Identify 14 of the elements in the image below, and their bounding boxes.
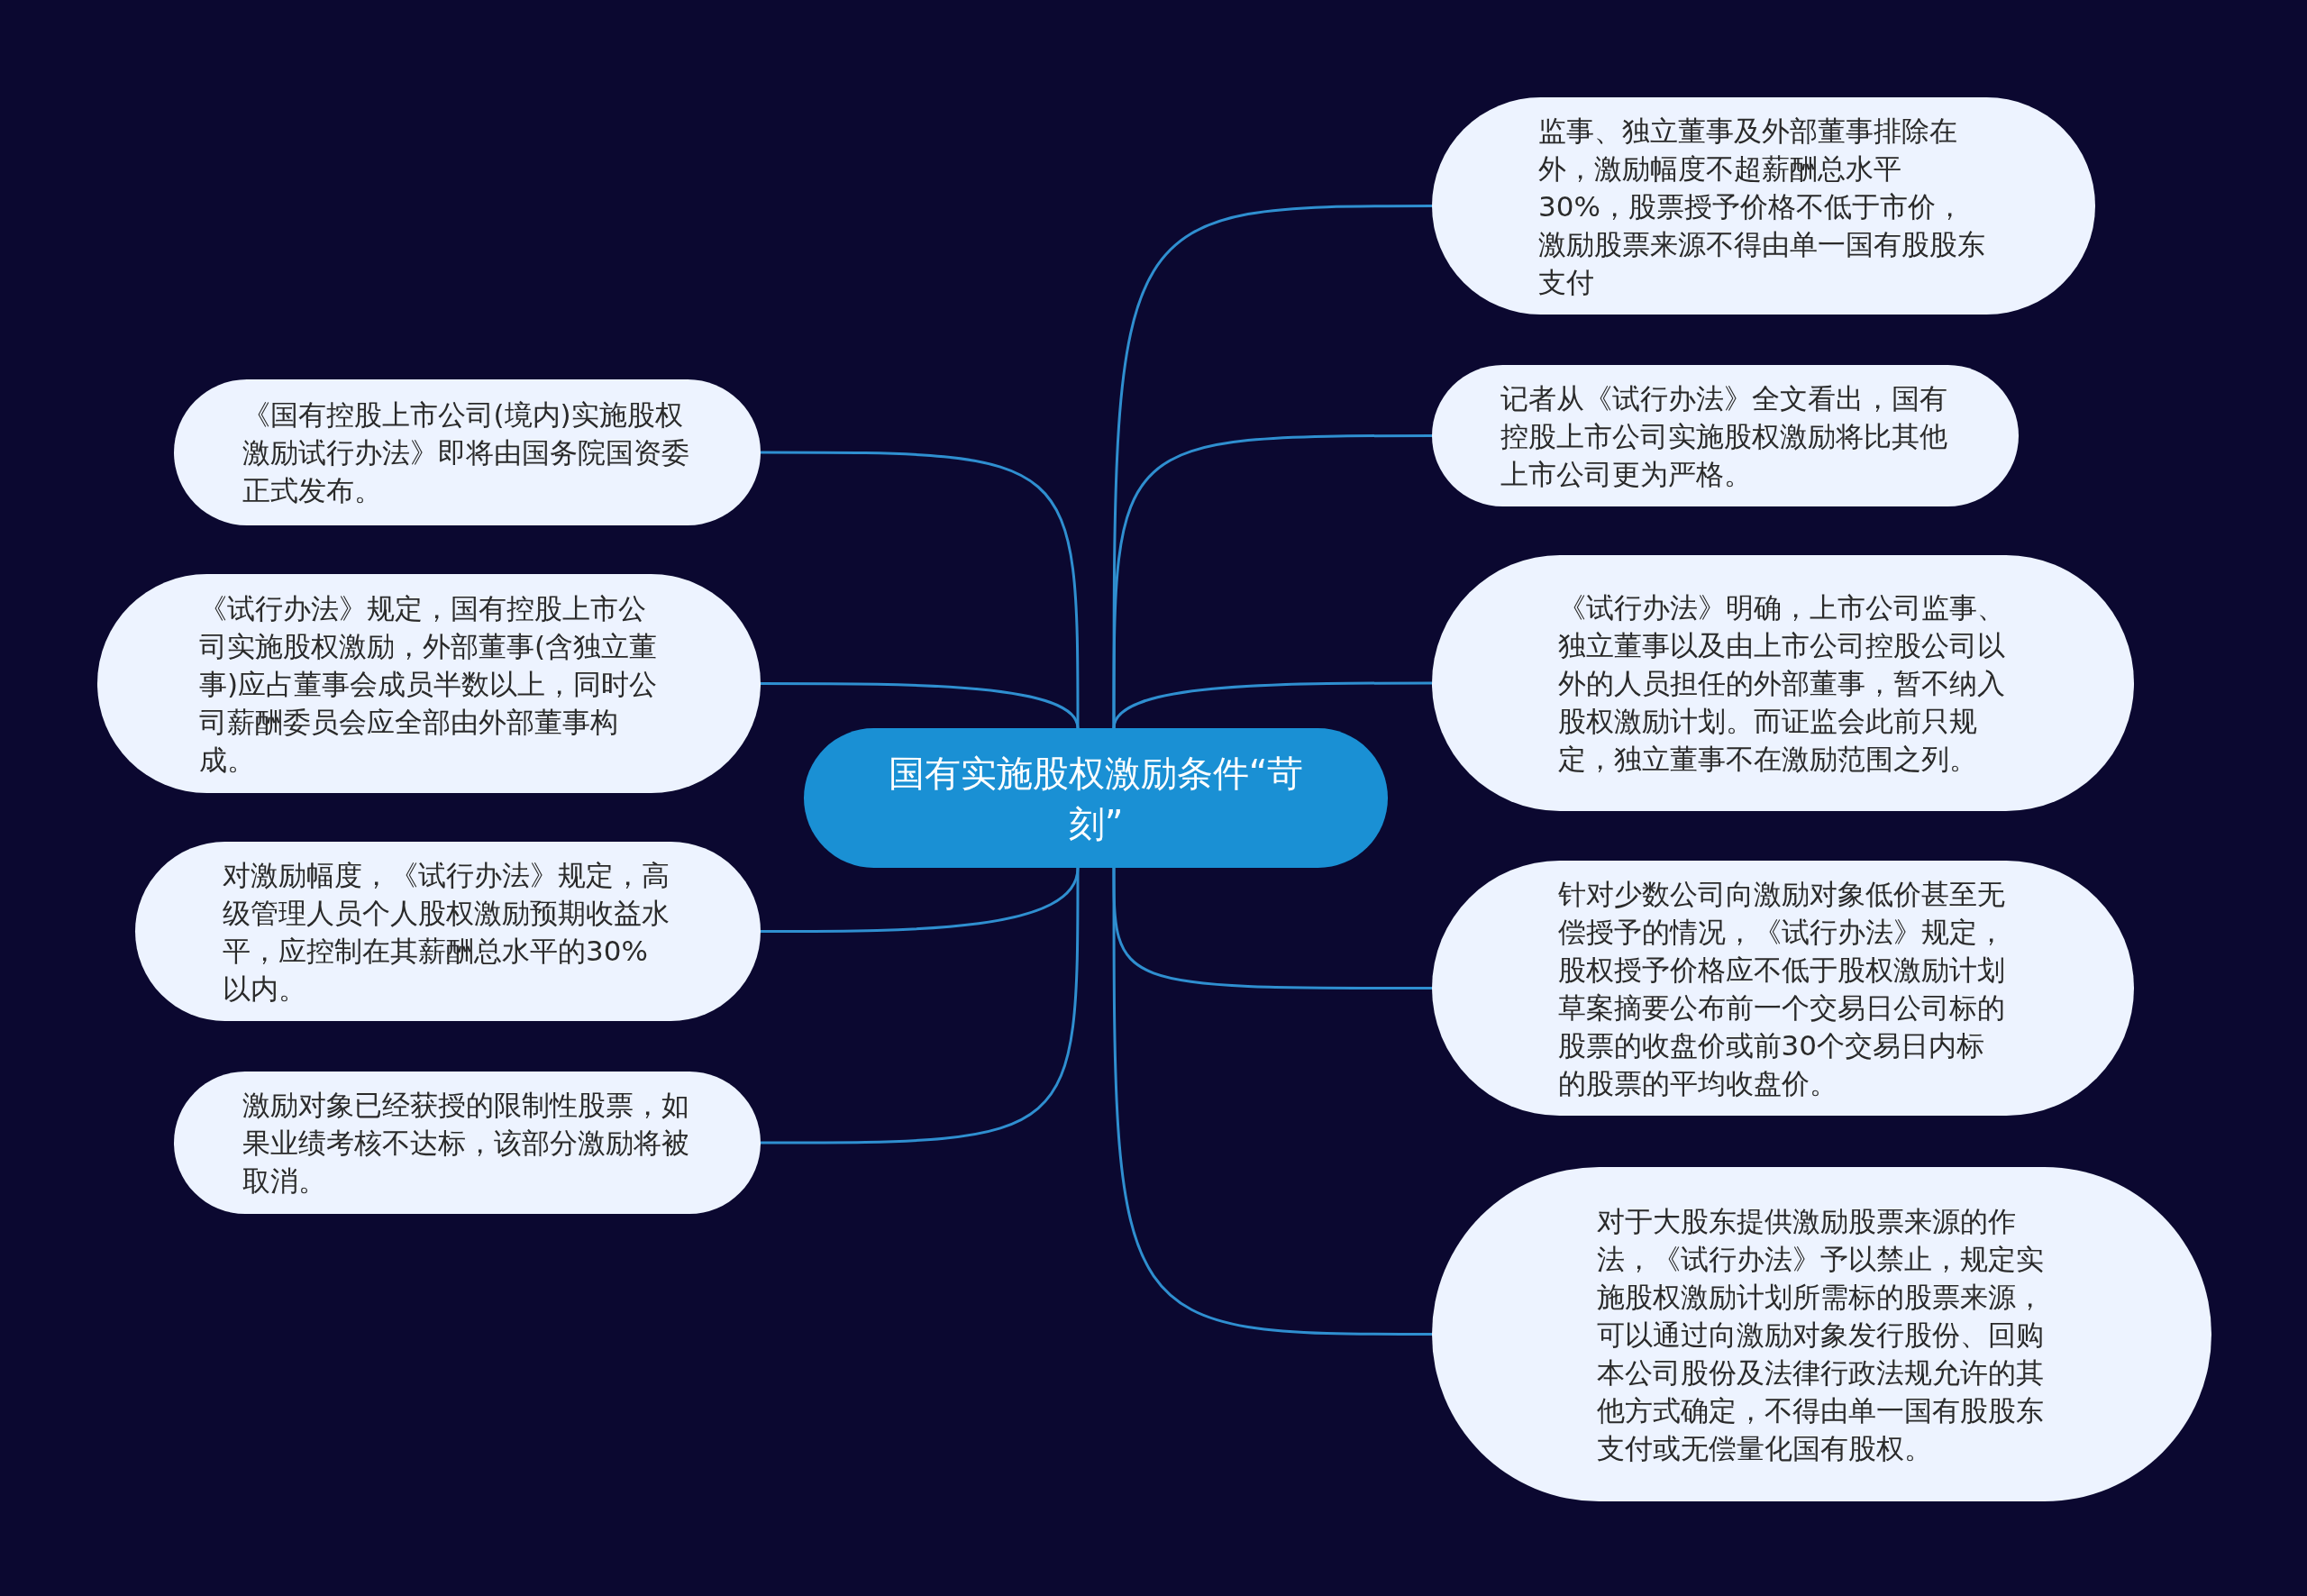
- topic-bubble: 对激励幅度，《试行办法》规定，高级管理人员个人股权激励预期收益水平，应控制在其薪酬总水平的30%以内。: [135, 842, 761, 1021]
- topic-bubble: 监事、独立董事及外部董事排除在外，激励幅度不超薪酬总水平30%，股票授予价格不低于市价，激励股票来源不得由单一国有股股东支付: [1432, 97, 2095, 315]
- central-topic-bubble: 国有实施股权激励条件“苛刻”: [804, 728, 1388, 868]
- connector-line: [761, 868, 1080, 1145]
- connector-line: [1112, 681, 1432, 729]
- topic-bubble: 对于大股东提供激励股票来源的作法，《试行办法》予以禁止，规定实施股权激励计划所需标的股票来源，可以通过向激励对象发行股份、回购本公司股份及法律行政法规允许的其他方式确定，不得由单一国有股股东支付或无偿量化国有股权。: [1432, 1167, 2211, 1501]
- connector-line: [1112, 868, 1432, 1336]
- topic-bubble: 《国有控股上市公司(境内)实施股权激励试行办法》即将由国务院国资委正式发布。: [174, 379, 761, 525]
- topic-bubble: 《试行办法》明确，上市公司监事、独立董事以及由上市公司控股公司以外的人员担任的外部董事，暂不纳入股权激励计划。而证监会此前只规定，独立董事不在激励范围之列。: [1432, 555, 2134, 811]
- connector-line: [761, 682, 1080, 729]
- topic-bubble: 记者从《试行办法》全文看出，国有控股上市公司实施股权激励将比其他上市公司更为严格。: [1432, 365, 2019, 506]
- topic-bubble: 针对少数公司向激励对象低价甚至无偿授予的情况，《试行办法》规定，股权授予价格应不低于股权激励计划草案摘要公布前一个交易日公司标的股票的收盘价或前30个交易日内标的股票的平均收盘价。: [1432, 861, 2134, 1116]
- topic-bubble: 《试行办法》规定，国有控股上市公司实施股权激励，外部董事(含独立董事)应占董事会成员半数以上，同时公司薪酬委员会应全部由外部董事构成。: [97, 574, 761, 793]
- topic-bubble: 激励对象已经获授的限制性股票，如果业绩考核不达标，该部分激励将被取消。: [174, 1072, 761, 1214]
